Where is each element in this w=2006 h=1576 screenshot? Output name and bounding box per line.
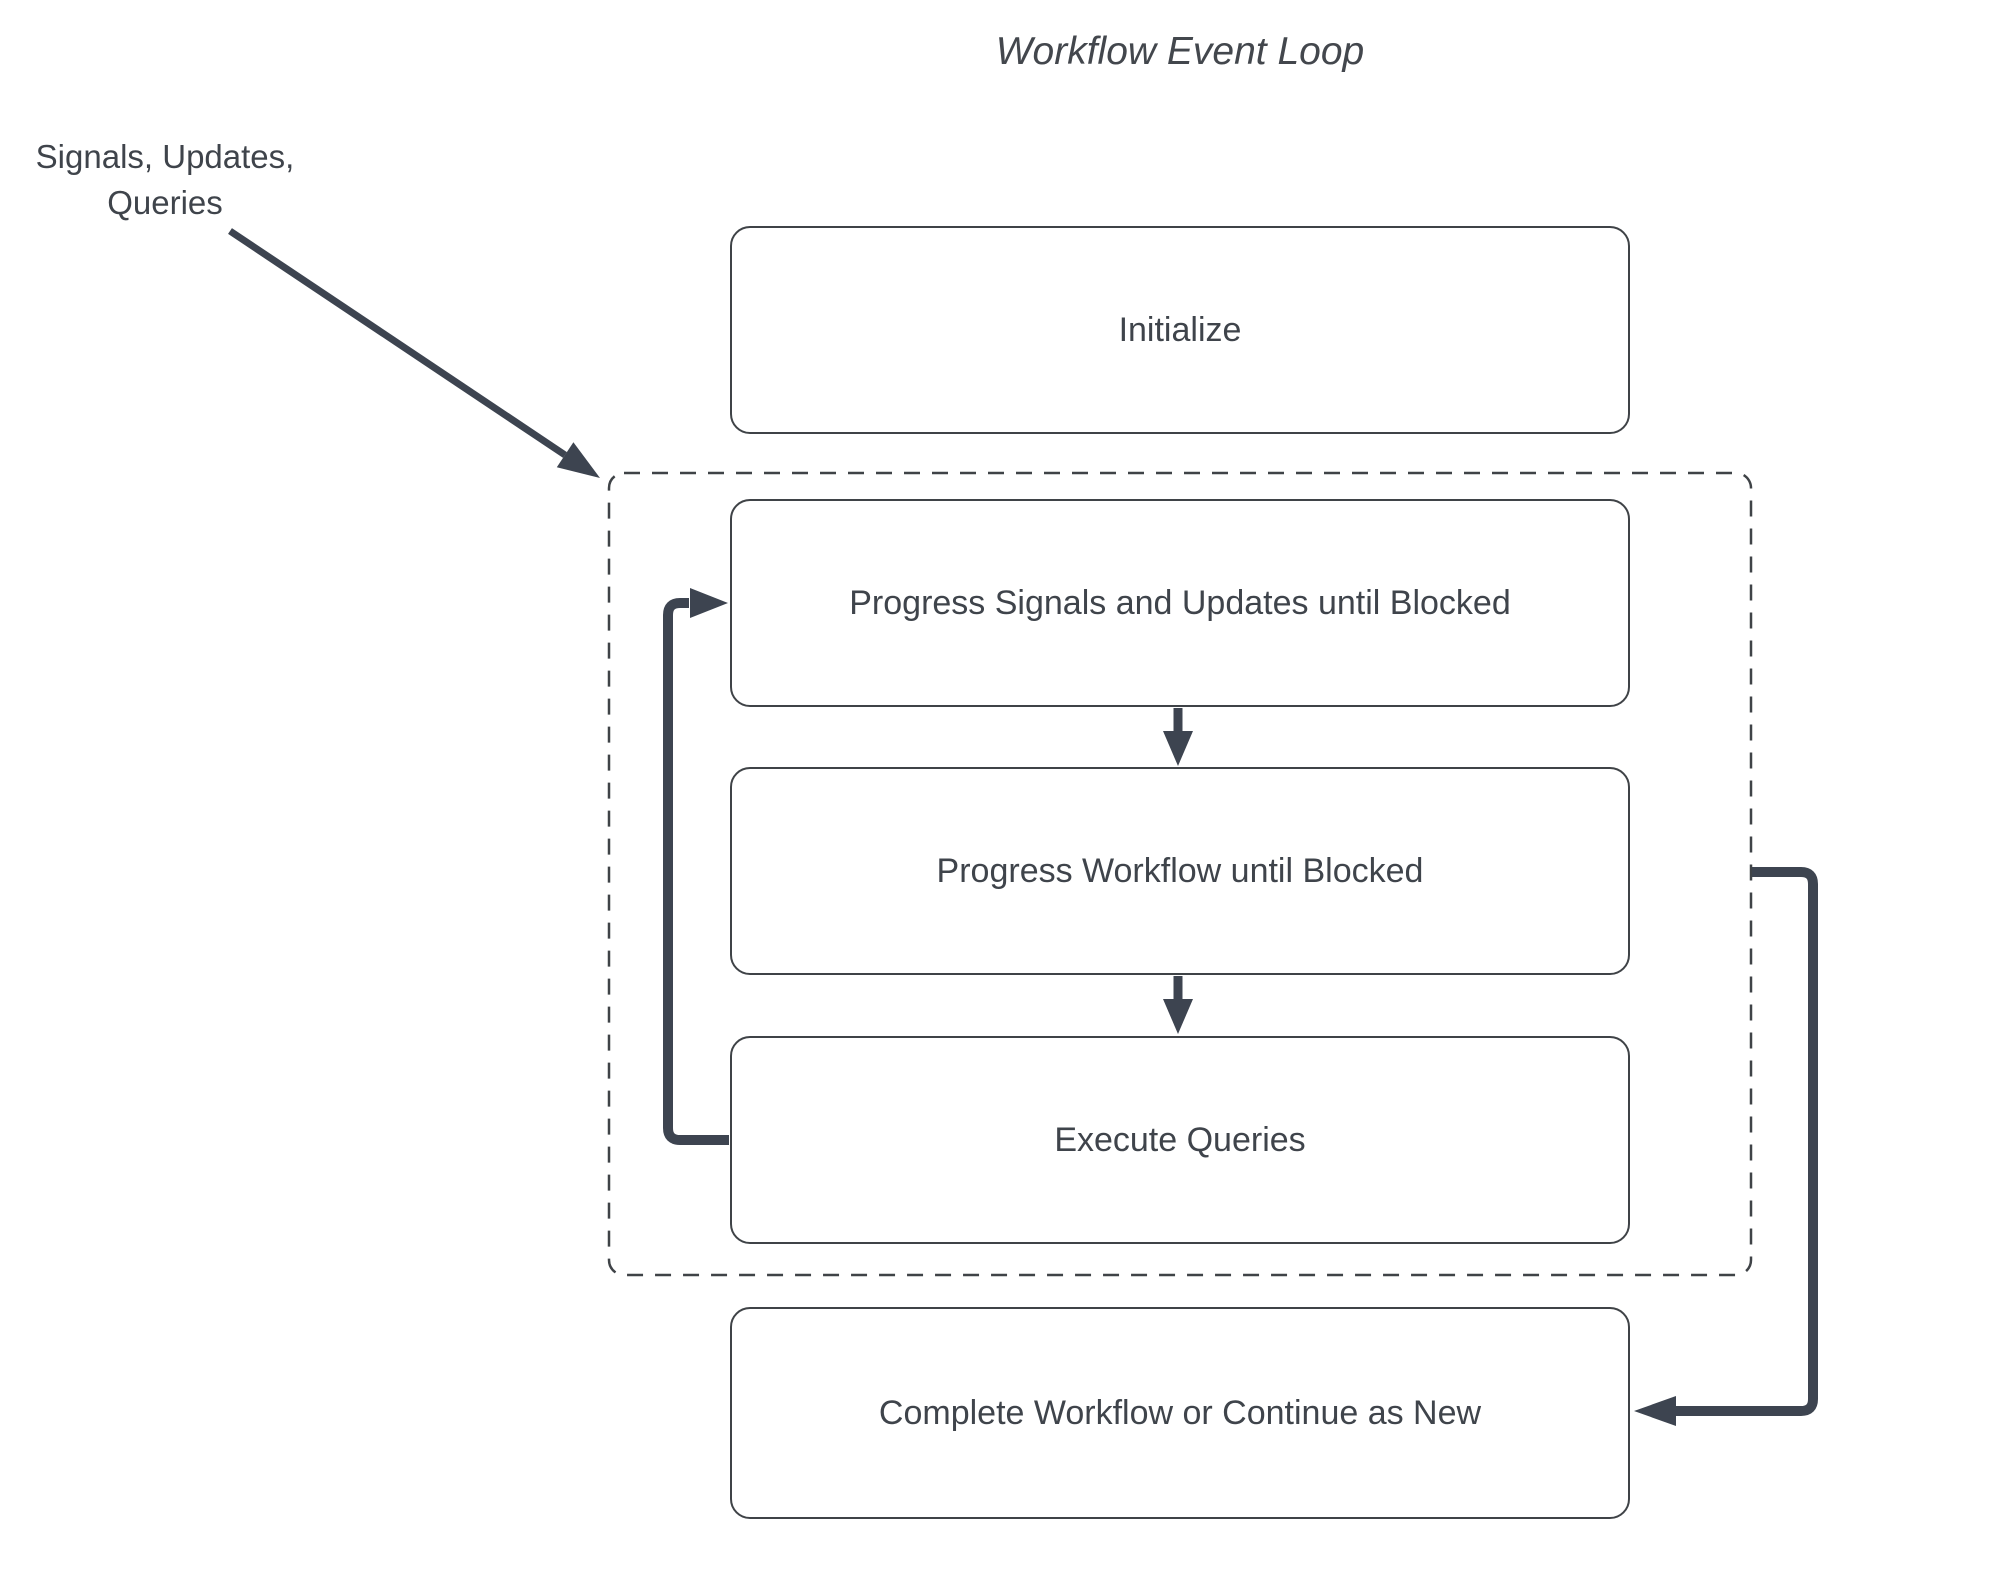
- arrow-loop-to-complete-head: [1634, 1396, 1676, 1426]
- arrow-workflow-to-queries-head: [1163, 999, 1193, 1034]
- event-loop-group-boundary: [607, 471, 1753, 1277]
- arrow-signals-to-workflow-head: [1163, 731, 1193, 766]
- external-input-label: Signals, Updates, Queries: [35, 138, 295, 221]
- node-progress-workflow-label: Progress Workflow until Blocked: [936, 851, 1424, 890]
- arrow-loop-back-shaft: [663, 598, 729, 1145]
- node-progress-signals-and-updates: Progress Signals and Updates until Block…: [730, 499, 1630, 707]
- arrow-signals-to-loop-head: [556, 442, 600, 478]
- node-progress-workflow: Progress Workflow until Blocked: [730, 767, 1630, 975]
- node-complete-workflow: Complete Workflow or Continue as New: [730, 1307, 1630, 1519]
- node-progress-signals-label: Progress Signals and Updates until Block…: [849, 583, 1511, 622]
- node-initialize: Initialize: [730, 226, 1630, 434]
- diagram-title: Workflow Event Loop: [995, 30, 1365, 73]
- arrow-loop-to-complete-shaft: [1675, 867, 1818, 1416]
- node-execute-queries-label: Execute Queries: [1054, 1120, 1306, 1159]
- node-complete-workflow-label: Complete Workflow or Continue as New: [878, 1393, 1482, 1432]
- node-initialize-label: Initialize: [1118, 310, 1242, 349]
- node-execute-queries: Execute Queries: [730, 1036, 1630, 1244]
- arrow-loop-back-head: [690, 588, 728, 618]
- arrow-signals-to-loop-shaft: [228, 228, 567, 458]
